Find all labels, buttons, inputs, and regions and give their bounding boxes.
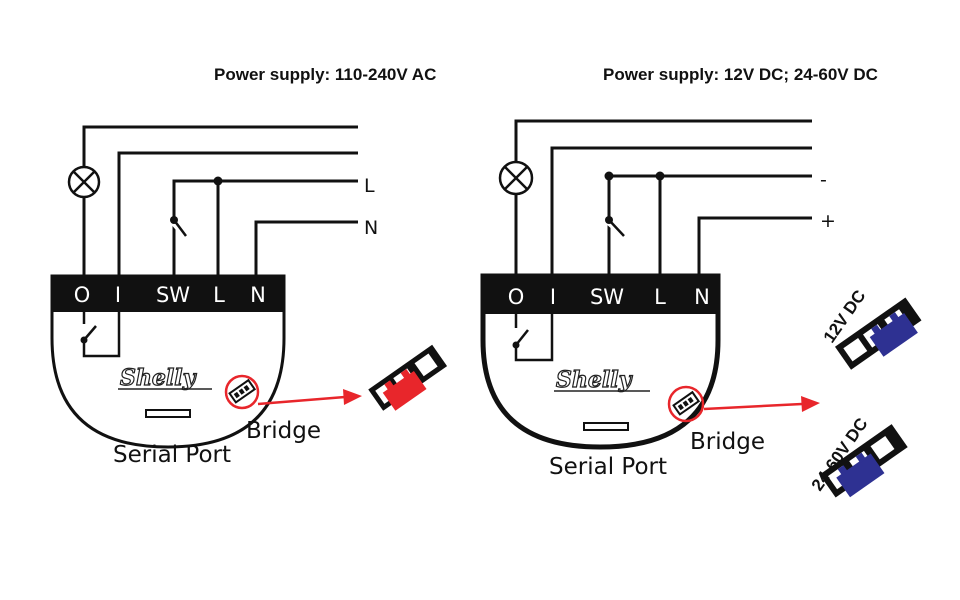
ac-bridge-label: Bridge [246,418,321,444]
ac-terminal-n: N [250,283,266,307]
dc-shelly-logo: Shelly [556,367,634,393]
ac-wire-label-l: L [364,175,375,197]
ac-terminal-sw: SW [156,283,190,307]
dc-wire-switch [607,174,812,275]
dc-wire-input [550,146,812,275]
ac-wire-label-n: N [364,217,378,239]
ac-terminal-l: L [213,283,225,307]
ac-shelly-device [50,274,286,449]
ac-wire-output [82,125,358,275]
ac-bridge-detail-icon [368,344,448,411]
ac-serial-port-label: Serial Port [113,442,231,468]
dc-bridge-highlight [667,385,705,423]
ac-terminal-o: O [74,283,91,307]
ac-junction-dot [213,176,223,186]
ac-switch-pivot [170,216,178,224]
ac-serial-port-connector [145,409,191,418]
ac-wiring-diagram: Power supply: 110-240V AC L N O I SW L N [50,65,448,468]
dc-serial-port-connector [583,422,629,431]
dc-wire-positive [697,216,812,275]
ac-bridge-highlight [224,374,260,410]
ac-power-supply-title: Power supply: 110-240V AC [214,65,436,84]
dc-shelly-device [480,273,721,450]
bridge-config-12v-dc-icon [834,297,922,370]
dc-terminal-l: L [654,285,666,309]
dc-bridge-jumper-icon [672,390,701,416]
dc-wiring-diagram: Power supply: 12V DC; 24-60V DC - + O I … [480,65,922,498]
ac-shelly-logo: Shelly [120,365,198,391]
dc-wire-output [514,119,812,275]
bridge-config-24-60v-dc-icon [819,424,908,498]
dc-terminal-n: N [694,285,710,309]
ac-bridge-jumper-icon [228,378,257,404]
dc-terminal-i: I [550,285,556,309]
dc-wire-label-positive: + [820,210,836,232]
ac-terminal-block [52,276,284,312]
ac-bridge-arrow [257,395,346,406]
dc-terminal-block [483,276,718,314]
dc-serial-port-label: Serial Port [549,454,667,480]
ac-wire-neutral [254,220,358,275]
dc-terminal-o: O [508,285,525,309]
dc-wires [498,119,812,275]
dc-wire-label-negative: - [820,169,827,191]
ac-internal-relay [82,312,121,358]
dc-junction-dot [655,171,665,181]
dc-bridge-arrow [703,402,803,411]
dc-power-supply-title: Power supply: 12V DC; 24-60V DC [603,65,878,84]
ac-wire-input [117,151,358,275]
ac-terminal-i: I [115,283,121,307]
dc-terminal-sw: SW [590,285,624,309]
ac-wires [67,125,358,275]
dc-internal-relay [514,314,554,362]
dc-bridge-label: Bridge [690,429,765,455]
ac-wire-switch [172,179,358,275]
